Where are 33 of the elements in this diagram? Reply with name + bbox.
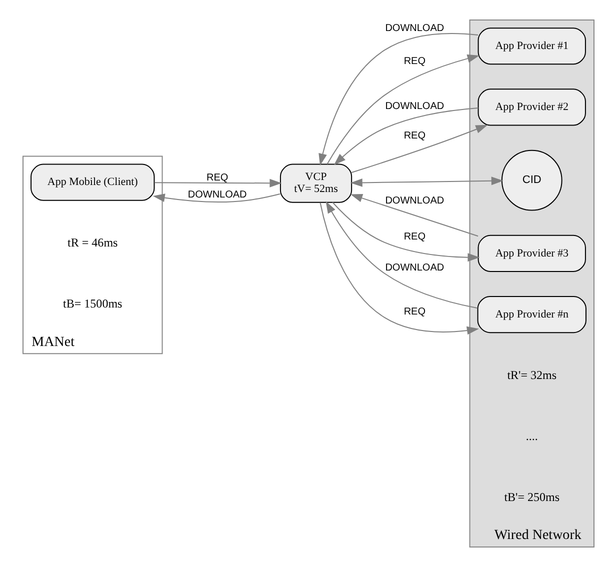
label: tR'= 32ms [506, 368, 556, 382]
edge-label: DOWNLOAD [384, 101, 444, 112]
edge-label: REQ [403, 231, 426, 242]
node-box: App Provider #2 [477, 88, 586, 126]
edge-label: DOWNLOAD [384, 23, 444, 34]
edge-label: REQ [403, 130, 426, 142]
arrow [350, 194, 478, 237]
edge-label: REQ [403, 56, 426, 68]
label: tR = 46ms [67, 236, 118, 250]
edge-label: DOWNLOAD [187, 189, 246, 200]
arrow [153, 178, 282, 188]
arrow [319, 202, 478, 335]
arrow [318, 33, 478, 166]
label: tB= 1500ms [62, 296, 122, 311]
arrow [350, 176, 503, 187]
node-box: App Provider #1 [477, 28, 586, 65]
arrow [350, 124, 488, 174]
arrow [325, 201, 478, 309]
node-circle: CID [500, 150, 562, 211]
node-box: VCP tV= 52ms [279, 164, 352, 203]
node-box: App Mobile (Client) [30, 164, 154, 201]
edge-label: REQ [206, 172, 228, 184]
node-box: App Provider #3 [477, 234, 586, 272]
edge-label: DOWNLOAD [384, 195, 444, 206]
arrow [152, 193, 280, 203]
edge-label: REQ [403, 306, 426, 318]
label: .... [525, 428, 538, 443]
arrow [326, 54, 479, 165]
edge-label: DOWNLOAD [384, 262, 444, 274]
arrow [332, 202, 480, 262]
node-box: App Provider #n [476, 296, 586, 334]
arrow [333, 107, 478, 166]
label: tB'= 250ms [504, 490, 560, 504]
